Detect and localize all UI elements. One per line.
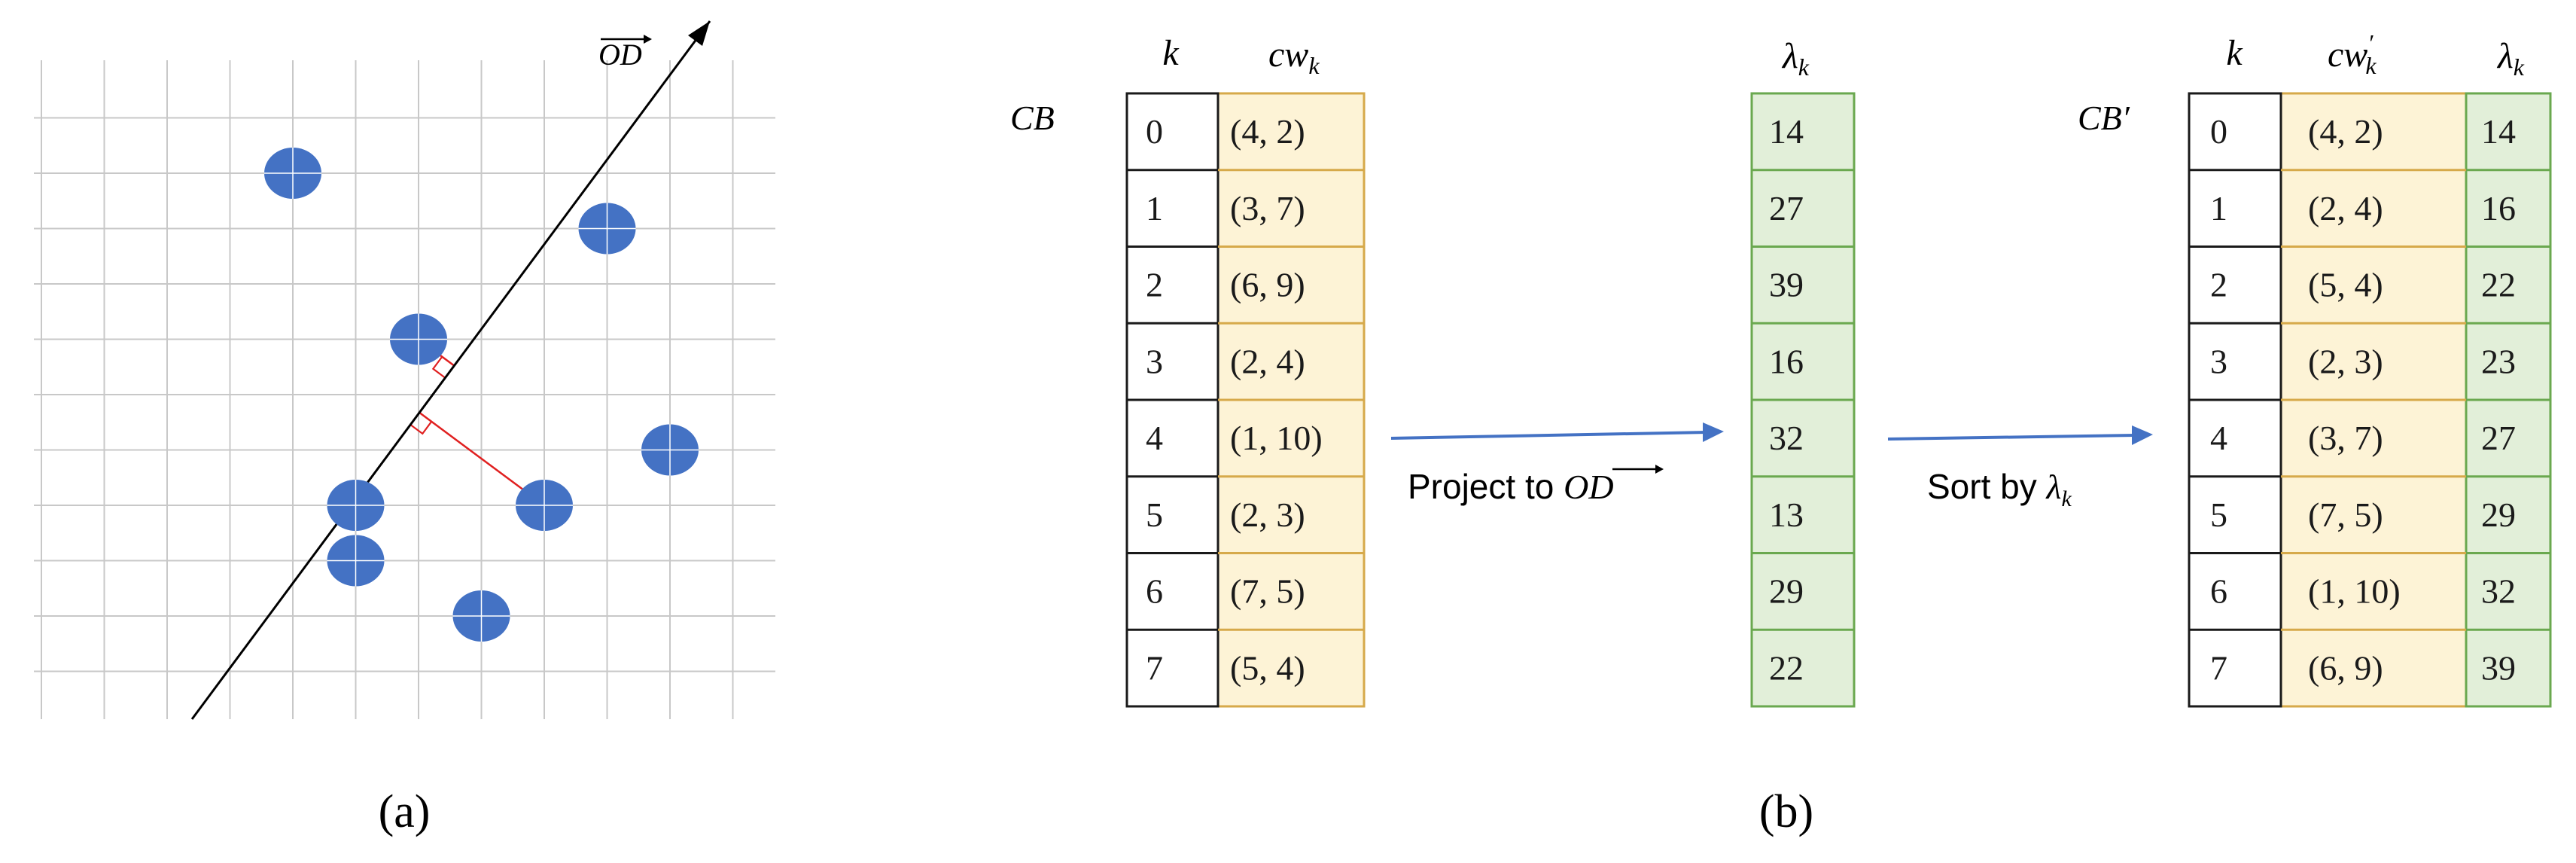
- cb-sorted-table-name: CB′: [2078, 99, 2130, 137]
- cb-cell-cw: (2, 3): [1230, 496, 1305, 534]
- cb-sorted-cell-cw: (6, 9): [2308, 648, 2383, 687]
- cb-sorted-cell-cw: (1, 10): [2308, 572, 2401, 611]
- cb-sorted-cell-k: 2: [2210, 266, 2227, 304]
- cb-cell-k: 1: [1146, 189, 1163, 227]
- cb-sorted-cell-k: 0: [2210, 112, 2227, 151]
- lambda-cell: 32: [1769, 419, 1804, 457]
- cb-cell-cw: (1, 10): [1230, 419, 1323, 457]
- cb-cell-k: 7: [1146, 648, 1163, 687]
- svg-text:OD: OD: [598, 38, 642, 72]
- project-arrow-vector-overline: [1612, 465, 1664, 474]
- cb-cell-cw: (7, 5): [1230, 572, 1305, 611]
- cb-sorted-cell-lambda: 39: [2481, 648, 2516, 687]
- cb-cell-cw: (3, 7): [1230, 189, 1305, 227]
- lambda-cell: 27: [1769, 189, 1804, 227]
- od-arrowhead: [688, 21, 710, 46]
- panel-b-label: (b): [1759, 786, 1813, 837]
- cb-table: 0 (4, 2) 1 (3, 7) 2 (6, 9) 3 (2, 4) 4 (1, 10) 5 (2,…: [1125, 92, 1364, 708]
- od-vector-line: [190, 20, 711, 720]
- cb-sorted-header-k: k: [2226, 33, 2243, 73]
- lambda-cell: 22: [1769, 648, 1804, 687]
- lambda-cell: 29: [1769, 572, 1804, 611]
- right-angle-marker: [431, 356, 446, 379]
- cb-sorted-cell-lambda: 29: [2481, 496, 2516, 534]
- cb-sorted-cell-k: 3: [2210, 342, 2227, 380]
- panel-b-tables: CB k cwk 0 (4, 2) 1 (3, 7) 2 (6, 9) 3 (2, 4) 4 (1…: [1010, 29, 2552, 837]
- lambda-cell: 13: [1769, 496, 1804, 534]
- cb-sorted-header-cw: cw′k: [2328, 29, 2377, 79]
- lambda-column: 14 27 39 16 32 13 29 22: [1752, 112, 1854, 687]
- cb-cell-k: 4: [1146, 419, 1163, 457]
- cb-sorted-cell-cw: (7, 5): [2308, 496, 2383, 534]
- data-points: [264, 148, 699, 642]
- sort-arrow-head: [2132, 425, 2153, 445]
- cb-sorted-cell-lambda: 23: [2481, 342, 2516, 380]
- od-vector-label: OD: [598, 35, 652, 72]
- lambda-cell: 14: [1769, 112, 1804, 151]
- cb-sorted-cell-cw: (3, 7): [2308, 419, 2383, 457]
- sort-arrow-label: Sort by λk: [1927, 467, 2072, 511]
- lambda-header: λk: [1781, 36, 1810, 81]
- cb-sorted-cell-cw: (2, 3): [2308, 342, 2383, 380]
- cb-table-name: CB: [1010, 99, 1055, 137]
- cb-cell-cw: (6, 9): [1230, 266, 1305, 304]
- cb-header-k: k: [1162, 33, 1180, 73]
- cb-sorted-cell-k: 4: [2210, 419, 2227, 457]
- cb-sorted-cell-k: 7: [2210, 648, 2227, 687]
- cb-sorted-header-lambda: λk: [2496, 36, 2525, 81]
- cb-cell-cw: (2, 4): [1230, 342, 1305, 380]
- cb-sorted-cell-k: 1: [2210, 189, 2227, 227]
- cb-cell-cw: (4, 2): [1230, 112, 1305, 151]
- sort-arrow-line: [1887, 434, 2136, 441]
- cb-sorted-table: 0 (4, 2) 14 1 (2, 4) 16 2 (5, 4) 22 3 (2, 3) 23 4 (3,…: [2188, 92, 2550, 708]
- cb-sorted-cell-cw: (4, 2): [2308, 112, 2383, 151]
- cb-header-cw: cwk: [1268, 35, 1320, 79]
- lambda-cell: 39: [1769, 266, 1804, 304]
- cb-sorted-cell-k: 6: [2210, 572, 2227, 611]
- grid: [34, 60, 775, 719]
- cb-sorted-cell-lambda: 14: [2481, 112, 2516, 151]
- perpendicular-lines: [410, 338, 545, 507]
- cb-sorted-cell-lambda: 27: [2481, 419, 2516, 457]
- cb-cell-cw: (5, 4): [1230, 648, 1305, 687]
- cb-cell-k: 2: [1146, 266, 1163, 304]
- cb-cell-k: 0: [1146, 112, 1163, 151]
- cb-sorted-cell-lambda: 22: [2481, 266, 2516, 304]
- project-arrow-label: Project to OD: [1408, 467, 1614, 506]
- cb-sorted-cell-lambda: 16: [2481, 189, 2516, 227]
- cb-sorted-cell-cw: (2, 4): [2308, 189, 2383, 227]
- panel-a-scatter: OD (a): [34, 20, 775, 837]
- lambda-cell: 16: [1769, 342, 1804, 380]
- cb-cell-k: 5: [1146, 496, 1163, 534]
- panel-a-label: (a): [379, 786, 431, 837]
- cb-sorted-cell-cw: (5, 4): [2308, 266, 2383, 304]
- cb-cell-k: 6: [1146, 572, 1163, 611]
- project-arrow-head: [1703, 422, 1724, 442]
- cb-sorted-cell-k: 5: [2210, 496, 2227, 534]
- project-arrow-line: [1390, 431, 1708, 440]
- right-angle-marker: [410, 421, 433, 435]
- cb-cell-k: 3: [1146, 342, 1163, 380]
- cb-sorted-cell-lambda: 32: [2481, 572, 2516, 611]
